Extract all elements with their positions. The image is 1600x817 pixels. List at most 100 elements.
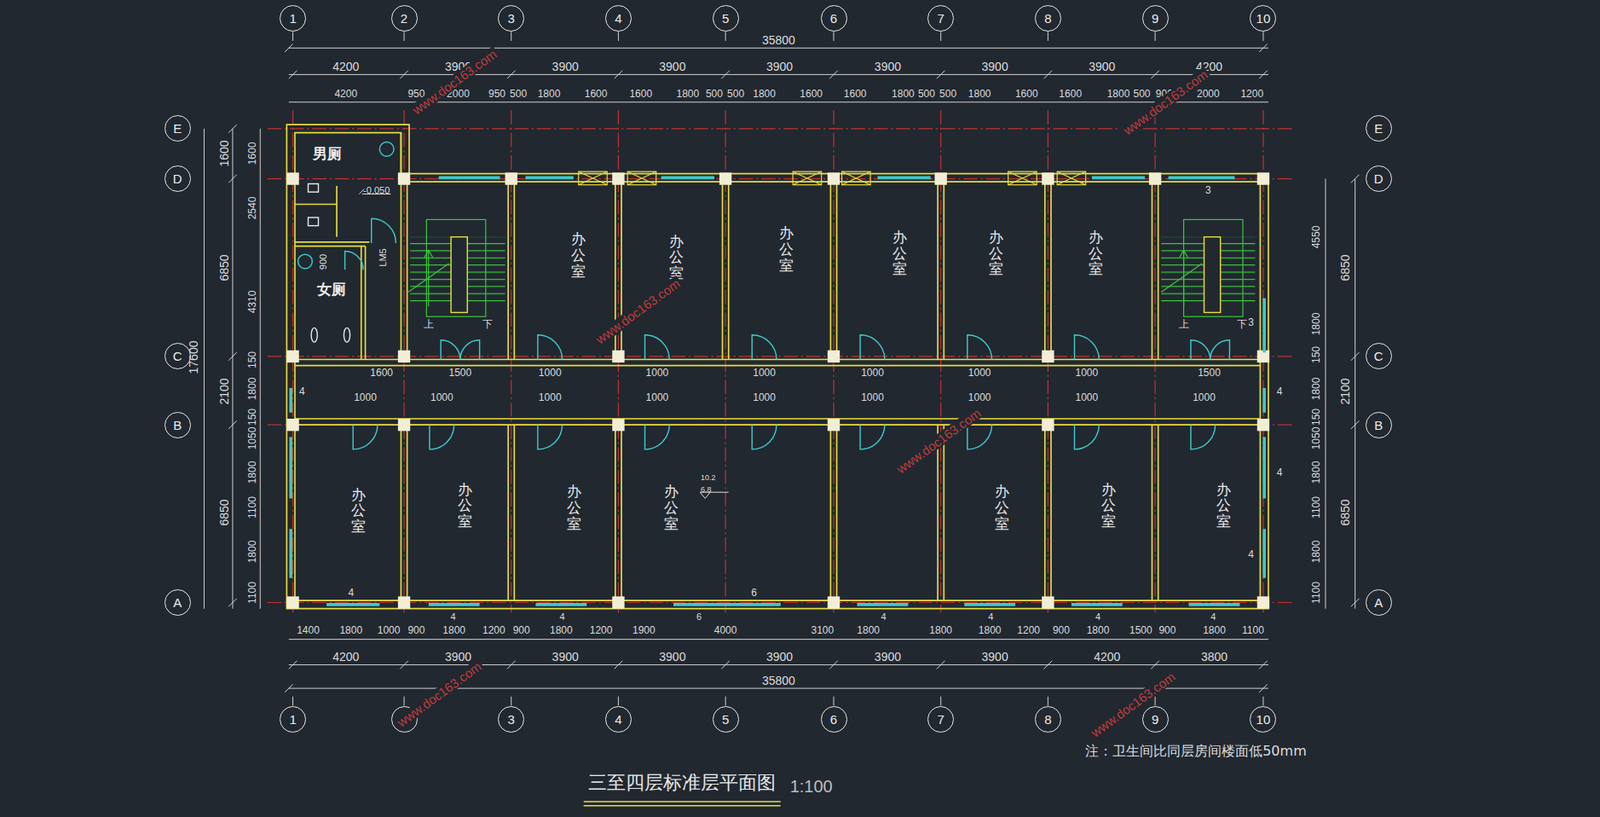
columns xyxy=(286,172,1270,608)
windows xyxy=(290,177,1265,605)
axis-number: C xyxy=(1374,349,1384,363)
dimension-text: 1000 xyxy=(752,392,776,403)
axis-bubble: 4 xyxy=(605,5,632,32)
window-code: 4 xyxy=(450,612,456,622)
dimension-text: 1000 xyxy=(1075,392,1099,403)
dimension-text: 2100 xyxy=(218,377,231,405)
room-name: 男厕 xyxy=(312,145,342,162)
watermark: www.doc163.com xyxy=(392,658,485,731)
axis-bubble: 6 xyxy=(820,5,848,32)
dimension-text: 1200 xyxy=(589,624,613,636)
dimension-text: 3100 xyxy=(810,624,834,636)
dimension-text: 1000 xyxy=(968,392,992,403)
dimension-text: 150 xyxy=(1311,346,1322,364)
dimension-text: 500 xyxy=(918,88,936,99)
watermark: www.doc163.com xyxy=(893,405,985,478)
dimension-text: 1500 xyxy=(1197,367,1221,378)
dimension-text: 4310 xyxy=(247,290,258,314)
axis-bubble: 2 xyxy=(391,5,418,32)
dimension-text: 1500 xyxy=(1129,624,1153,636)
stair-direction: 下 xyxy=(1236,318,1248,330)
window-code: 4 xyxy=(1276,467,1283,478)
office-room: 办公室 xyxy=(985,225,1007,281)
dimension-text: 1800 xyxy=(339,624,363,636)
elevation-mark: 10.2 xyxy=(700,473,717,482)
dimension-text: 1050 xyxy=(247,426,258,450)
axis-bubble: 3 xyxy=(497,705,525,733)
axis-bubble: 7 xyxy=(927,5,954,32)
dimension-text: 1600 xyxy=(1058,88,1082,99)
dimension-text: 1400 xyxy=(296,624,320,636)
dimension-text: 900 xyxy=(513,624,531,636)
axis-bubble: 10 xyxy=(1249,5,1277,32)
dimension-text: 1800 xyxy=(1202,624,1226,636)
room-name: 办公室 xyxy=(994,483,1010,532)
scale-text: 1:100 xyxy=(790,777,833,795)
axis-number: 5 xyxy=(722,11,729,25)
axis-bubble: E xyxy=(1365,115,1393,142)
dimension-text: 4200 xyxy=(334,88,358,99)
dimension-text: 1800 xyxy=(929,624,953,636)
dimension-text: 1800 xyxy=(549,624,573,636)
dimension-text: 150 xyxy=(1311,408,1322,426)
dimension-text: 1500 xyxy=(449,367,473,378)
dimension-text: 3900 xyxy=(766,60,793,73)
office-room: 办公室 xyxy=(1212,478,1235,533)
watermark: www.doc163.com xyxy=(592,275,684,347)
stair-direction: 上 xyxy=(1178,318,1190,330)
dimension-text: 3900 xyxy=(658,650,686,663)
axis-bubble: C xyxy=(164,342,191,370)
dimension-text: 1200 xyxy=(1016,624,1040,636)
elevation-mark: 6.8 xyxy=(700,485,712,493)
axis-bubble: 9 xyxy=(1142,5,1169,32)
stair-direction: 上 xyxy=(423,318,434,330)
axis-number: B xyxy=(1374,418,1383,432)
room-name: 办公室 xyxy=(892,229,907,278)
dimension-text: 1200 xyxy=(1240,88,1264,99)
axis-number: D xyxy=(173,172,183,185)
dimension-text: 2100 xyxy=(1339,377,1352,405)
axis-bubble: B xyxy=(1365,411,1393,439)
dimension-text: 6850 xyxy=(218,499,231,526)
dimension-text: 950 xyxy=(488,88,506,99)
axis-bubble: D xyxy=(164,165,191,192)
doors xyxy=(345,218,1231,450)
dimension-text: 1800 xyxy=(247,377,258,401)
dimension-text: 1800 xyxy=(247,539,258,563)
axis-number: 10 xyxy=(1256,11,1271,25)
window-code: 4 xyxy=(1095,612,1101,622)
room-name: 办公室 xyxy=(571,231,586,279)
window-code: 3 xyxy=(1205,184,1212,196)
dimension-text: 1000 xyxy=(538,392,562,403)
note-text: 注：卫生间比同层房间楼面低50mm xyxy=(1085,744,1307,758)
dimension-text: 1800 xyxy=(891,88,915,99)
door-code: LM5 xyxy=(377,248,388,266)
dimension-text: 900 xyxy=(318,253,329,269)
dimension-text: 1600 xyxy=(247,141,258,165)
dimension-text: 17600 xyxy=(187,340,200,375)
fixtures xyxy=(298,141,729,498)
office-room: 办公室 xyxy=(775,221,798,277)
dimension-text: 1800 xyxy=(968,88,992,99)
dimension-text: 3900 xyxy=(552,650,579,663)
dimension-text: 4200 xyxy=(332,60,359,73)
dimension-text: 1800 xyxy=(1311,539,1322,563)
axis-number: 9 xyxy=(1151,11,1159,25)
dimension-text: 3900 xyxy=(766,650,793,663)
axis-bubble: A xyxy=(1365,589,1393,616)
window-code: 4 xyxy=(299,386,306,397)
axis-number: 7 xyxy=(937,11,945,25)
dimension-text: 1800 xyxy=(1311,377,1322,401)
dimension-text: 3900 xyxy=(981,650,1009,663)
stair-direction: 下 xyxy=(482,318,493,330)
dimension-text: 1900 xyxy=(632,624,656,636)
office-room: 办公室 xyxy=(660,479,682,535)
dimension-text: 1100 xyxy=(1241,624,1265,636)
dimension-text: 1600 xyxy=(584,88,608,99)
dimension-text: 4550 xyxy=(1311,225,1322,249)
window-code: 6 xyxy=(750,587,757,598)
watermark: www.doc163.com xyxy=(408,46,500,118)
toilet-room: 女厕 xyxy=(313,277,350,301)
